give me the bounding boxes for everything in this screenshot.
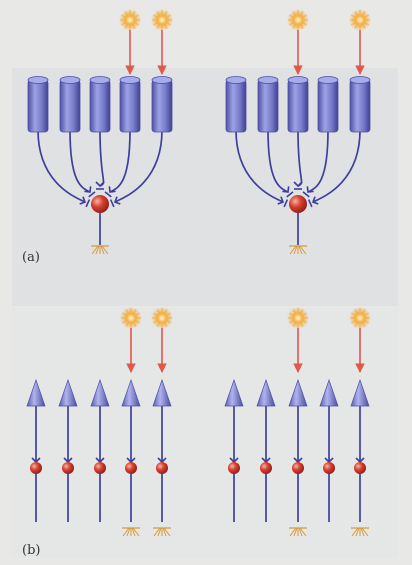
rod-receptor <box>349 76 371 133</box>
synapse-terminal <box>79 196 91 208</box>
cone-tip <box>224 378 244 407</box>
rod-receptor <box>287 76 309 133</box>
ganglion-cell-body <box>289 195 307 213</box>
output-signal-icon <box>122 527 140 537</box>
panel-b <box>26 307 371 537</box>
light-source-icon <box>120 307 142 329</box>
receptor-group-2 <box>225 9 371 255</box>
synapse-terminal <box>109 196 121 208</box>
receptor-axon <box>114 129 163 203</box>
receptor-group-1 <box>26 307 173 537</box>
ganglion-cell-body <box>30 462 42 474</box>
panel-b-background <box>12 308 398 558</box>
receptor-axon <box>69 129 91 193</box>
ganglion-cell-body <box>91 195 109 213</box>
cone-receptor <box>58 378 78 522</box>
cone-tip <box>288 378 308 407</box>
receptor-axon <box>109 129 131 193</box>
panel-b-label: (b) <box>22 543 40 558</box>
output-signal-icon <box>351 527 369 537</box>
rod-receptor <box>257 76 279 133</box>
cone-tip <box>58 378 78 407</box>
cone-tip <box>90 378 110 407</box>
synapse-terminal <box>95 181 105 190</box>
panel-a <box>27 9 371 255</box>
receptor-group-1 <box>27 9 173 255</box>
synapse-terminal <box>307 196 319 208</box>
cone-receptor <box>350 378 370 522</box>
receptor-group-2 <box>224 307 371 537</box>
synapse-terminal <box>84 186 96 198</box>
receptor-axon <box>307 129 329 193</box>
rod-receptor <box>151 76 173 133</box>
ganglion-cell-body <box>125 462 137 474</box>
synapse-terminal <box>277 196 289 208</box>
panel-a-label: (a) <box>22 250 40 265</box>
synapse-terminal <box>282 186 294 198</box>
synapse-terminal <box>104 186 116 198</box>
light-source-icon <box>287 307 309 329</box>
receptor-axon <box>312 129 361 203</box>
cone-receptor <box>26 378 46 522</box>
cone-tip <box>350 378 370 407</box>
receptor-axon <box>37 129 86 203</box>
light-source-icon <box>119 9 141 31</box>
rod-receptor <box>119 76 141 133</box>
output-signal-icon <box>91 245 109 255</box>
cone-receptor <box>319 378 339 522</box>
output-signal-icon <box>289 527 307 537</box>
cone-receptor <box>121 378 141 522</box>
rod-receptor <box>225 76 247 133</box>
ganglion-cell-body <box>228 462 240 474</box>
rod-receptor <box>27 76 49 133</box>
ganglion-cell-body <box>354 462 366 474</box>
ganglion-cell-body <box>62 462 74 474</box>
cone-receptor <box>152 378 172 522</box>
rod-receptor <box>317 76 339 133</box>
cone-tip <box>256 378 276 407</box>
ganglion-cell-body <box>323 462 335 474</box>
ganglion-cell-body <box>94 462 106 474</box>
ganglion-cell-body <box>260 462 272 474</box>
cone-tip <box>26 378 46 407</box>
light-source-icon <box>287 9 309 31</box>
output-signal-icon <box>289 245 307 255</box>
ganglion-cell-body <box>292 462 304 474</box>
cone-receptor <box>224 378 244 522</box>
output-signal-icon <box>153 527 171 537</box>
ganglion-cell-body <box>156 462 168 474</box>
cone-receptor <box>256 378 276 522</box>
light-source-icon <box>349 9 371 31</box>
light-source-icon <box>349 307 371 329</box>
receptor-axon <box>267 129 289 193</box>
receptor-axon <box>235 129 284 203</box>
cone-tip <box>319 378 339 407</box>
light-source-icon <box>151 307 173 329</box>
cone-receptor <box>90 378 110 522</box>
synapse-terminal <box>293 181 303 190</box>
cone-tip <box>121 378 141 407</box>
cone-receptor <box>288 378 308 522</box>
synapse-terminal <box>302 186 314 198</box>
cone-tip <box>152 378 172 407</box>
light-source-icon <box>151 9 173 31</box>
rod-receptor <box>59 76 81 133</box>
rod-receptor <box>89 76 111 133</box>
